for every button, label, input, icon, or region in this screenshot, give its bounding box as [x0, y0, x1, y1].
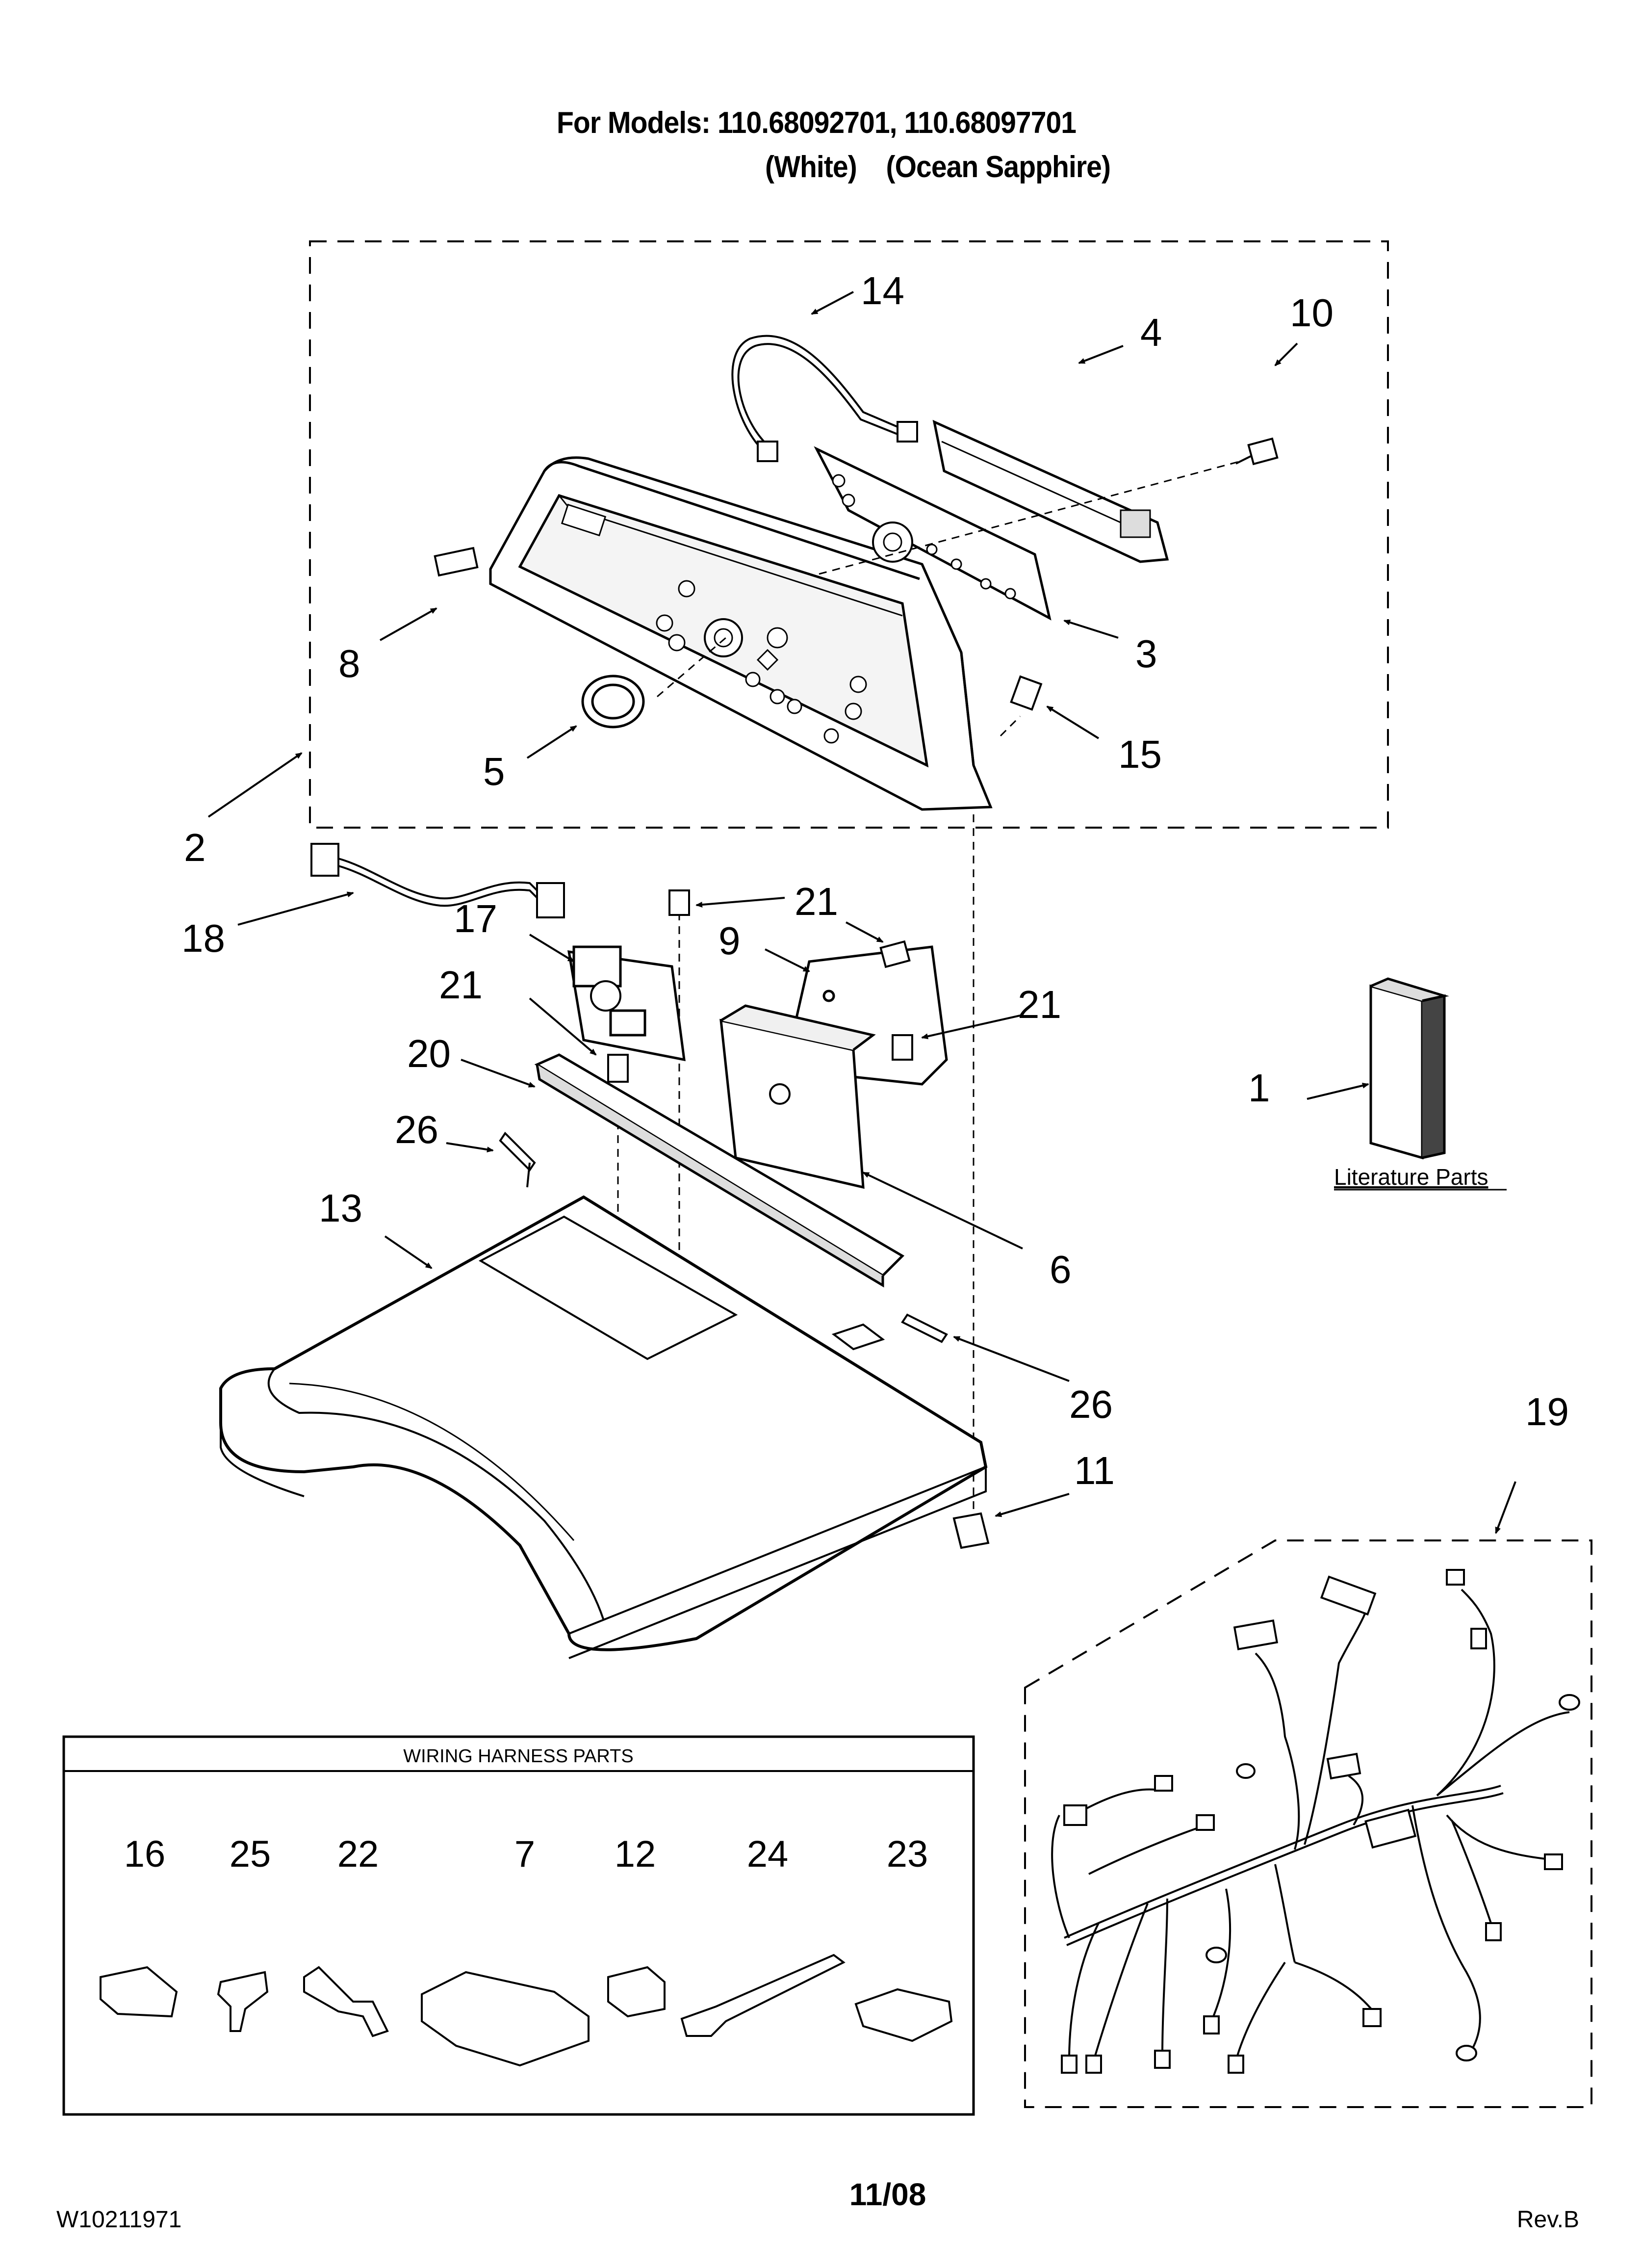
- footer-date: 11/08: [849, 2177, 926, 2212]
- title-colors: (White) (Ocean Sapphire): [765, 150, 1111, 184]
- callout-8: 8: [338, 642, 360, 685]
- callout-5: 5: [483, 750, 505, 793]
- harness-19-box: [1024, 1539, 1592, 2108]
- wiring-item-22: 22: [337, 1833, 379, 1875]
- callout-4: 4: [1140, 311, 1162, 354]
- wiring-item-16: 16: [124, 1833, 166, 1875]
- back-plate: [932, 419, 1169, 563]
- callout-21b: 21: [1018, 983, 1061, 1026]
- harness-19-connectors: [1061, 1569, 1580, 2074]
- wiring-item-23: 23: [887, 1833, 928, 1875]
- screw-15: [1010, 675, 1043, 711]
- harness-18: [310, 843, 565, 918]
- top-13: [219, 1195, 988, 1659]
- callout-9: 9: [718, 919, 741, 963]
- footer-revision: Rev.B: [1517, 2207, 1579, 2233]
- callout-10: 10: [1290, 291, 1334, 335]
- callout-26b: 26: [1069, 1382, 1113, 1426]
- wiring-item-labels: 16 25 22 7 12 24 23: [124, 1833, 928, 1875]
- knob: [581, 675, 645, 729]
- callout-13: 13: [319, 1186, 362, 1230]
- ui-board: [814, 446, 1052, 621]
- callout-21a: 21: [795, 880, 838, 923]
- screw-10: [1235, 437, 1279, 466]
- callout-20: 20: [407, 1032, 451, 1075]
- callout-11: 11: [1074, 1449, 1115, 1492]
- callout-2: 2: [184, 826, 206, 869]
- footer-doc-number: W10211971: [56, 2207, 181, 2233]
- callout-18: 18: [181, 916, 225, 960]
- harness-14: [731, 335, 918, 462]
- callout-21c: 21: [439, 963, 483, 1007]
- part-8: [434, 547, 479, 577]
- harness-19: [1051, 1589, 1570, 2061]
- sensor-board: [567, 945, 686, 1062]
- literature-parts-label: Literature Parts: [1334, 1164, 1488, 1190]
- wiring-item-7: 7: [514, 1833, 535, 1875]
- wiring-item-25: 25: [230, 1833, 271, 1875]
- wiring-harness-parts-title: WIRING HARNESS PARTS: [403, 1746, 633, 1767]
- callout-1: 1: [1248, 1066, 1270, 1110]
- bumper-11: [952, 1512, 990, 1549]
- wiring-harness-parts-box: WIRING HARNESS PARTS: [62, 1735, 975, 2116]
- wiring-item-12: 12: [615, 1833, 656, 1875]
- control-6: [719, 1004, 876, 1189]
- wiring-item-24: 24: [747, 1833, 789, 1875]
- console-panel: [489, 456, 993, 811]
- callout-17: 17: [454, 897, 497, 940]
- clip-26: [499, 1131, 948, 1343]
- literature-booklet: [1369, 977, 1449, 1160]
- screws-21: [607, 889, 913, 1083]
- callout-26a: 26: [395, 1108, 438, 1151]
- callout-6: 6: [1050, 1248, 1072, 1291]
- bracket-20: [534, 1053, 905, 1288]
- alignment-lines: [617, 460, 1241, 1516]
- callout-15: 15: [1118, 732, 1162, 776]
- wiring-item-parts: [100, 1954, 953, 2067]
- callout-19: 19: [1525, 1390, 1569, 1434]
- callout-14: 14: [861, 269, 904, 313]
- title-models: For Models: 110.68092701, 110.68097701: [557, 106, 1077, 140]
- callout-labels: 14 10 4 8 3 15 5 2 21 18 17 9 21 21 20 2…: [181, 269, 1569, 1492]
- console-assembly-box: [309, 240, 1389, 829]
- callout-3: 3: [1135, 632, 1157, 676]
